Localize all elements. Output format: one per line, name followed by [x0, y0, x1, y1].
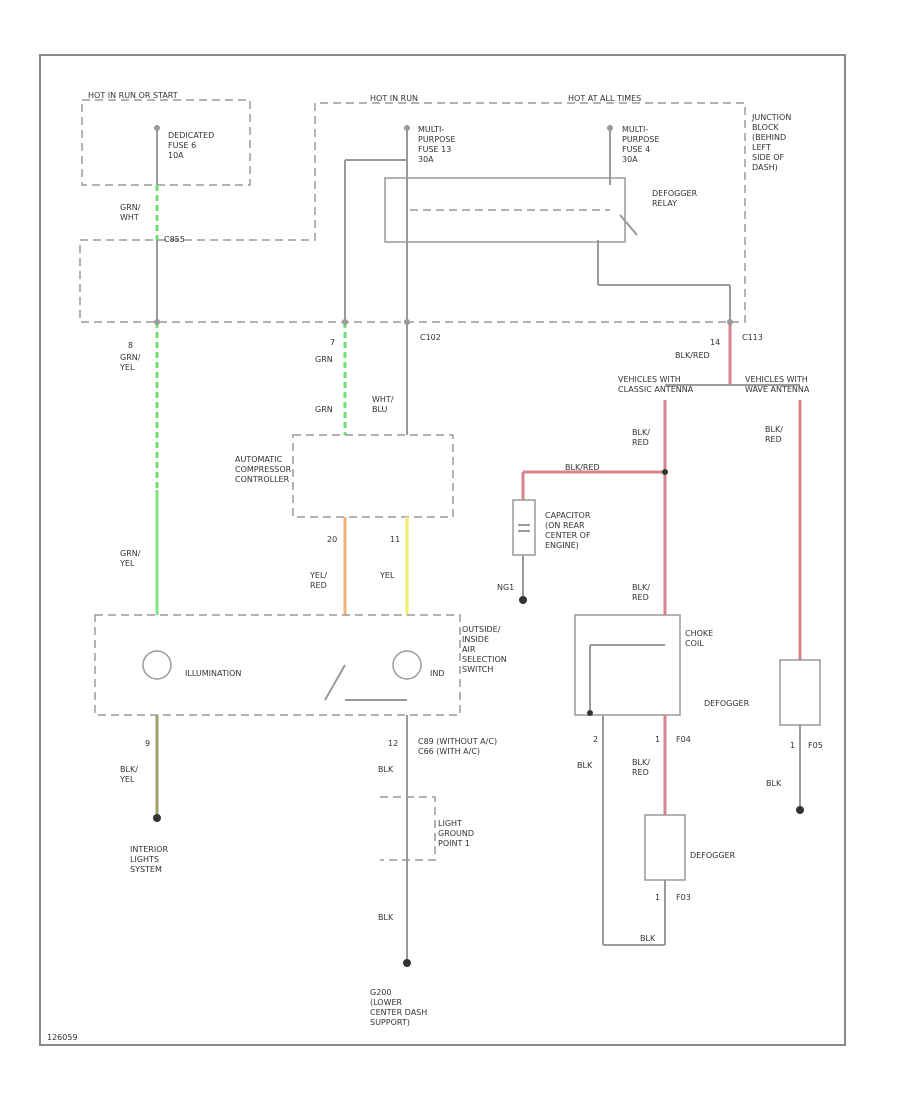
label-hot-run: HOT IN RUN [370, 94, 418, 103]
node-4 [154, 319, 160, 325]
label-blk-red-cap: BLK/RED [565, 463, 600, 472]
label-pin-20: 20 [327, 535, 337, 544]
label-ind: IND [430, 669, 445, 678]
node-5 [342, 319, 348, 325]
label-blk-red-wave: BLK/RED [765, 425, 783, 444]
choke-node [587, 710, 593, 716]
defogger-wave-box [779, 659, 821, 726]
diagram-frame [39, 54, 846, 1046]
hot-in-run-start-box [81, 99, 251, 186]
label-hot-all: HOT AT ALL TIMES [568, 94, 641, 103]
label-pin-2-f04: 2 [593, 735, 598, 744]
cap-junction [662, 469, 668, 475]
label-pin-1-f05: 1 [790, 741, 795, 750]
label-hot-in-run: HOT IN RUN OR START [88, 91, 178, 100]
label-blk-1: BLK [378, 765, 394, 774]
label-illumination: ILLUMINATION [185, 669, 241, 678]
interior-lights-ground [153, 814, 161, 822]
label-pin-11: 11 [390, 535, 400, 544]
label-f03: F03 [676, 893, 691, 902]
label-pin-14: 14 [710, 338, 720, 347]
label-defogger-wave: DEFOGGER [704, 699, 750, 708]
switch-blade [324, 664, 346, 701]
label-pin-7: 7 [330, 338, 335, 347]
label-c855: C855 [164, 235, 185, 244]
label-grn-1: GRN [315, 355, 333, 364]
label-grn-wht: GRN/WHT [120, 203, 141, 222]
label-pin-1-f04: 1 [655, 735, 660, 744]
label-blk-red-2: BLK/RED [632, 583, 650, 602]
label-blk-4: BLK [766, 779, 782, 788]
label-blk-red-1: BLK/RED [632, 428, 650, 447]
label-c113: C113 [742, 333, 763, 342]
label-blk-red-defogger: BLK/RED [632, 758, 650, 777]
ng1-ground [519, 596, 527, 604]
label-blk-yel: BLK/YEL [119, 765, 138, 784]
label-defogger-classic: DEFOGGER [690, 851, 736, 860]
label-ng1: NG1 [497, 583, 514, 592]
defogger-wave-ground-node [796, 806, 804, 814]
label-c102: C102 [420, 333, 441, 342]
node-6 [404, 319, 410, 325]
relay-switch [619, 214, 638, 236]
label-blk-5: BLK [640, 934, 656, 943]
capacitor-box [512, 499, 536, 556]
label-f04: F04 [676, 735, 691, 744]
switch-assembly-box [94, 614, 461, 716]
junction-block-box [79, 102, 746, 323]
node-2 [404, 125, 410, 131]
label-pin-12: 12 [388, 739, 398, 748]
label-pin-8: 8 [128, 341, 133, 350]
choke-coil-box [574, 614, 681, 716]
label-f05: F05 [808, 741, 823, 750]
illumination-bulb [142, 650, 172, 680]
label-pin-9: 9 [145, 739, 150, 748]
acc-box [292, 434, 454, 518]
label-blk-2: BLK [378, 913, 394, 922]
g200-ground [403, 959, 411, 967]
label-yel-red: YEL/RED [309, 571, 327, 590]
defogger-classic-box [644, 814, 686, 881]
node-3 [607, 125, 613, 131]
node-7 [727, 319, 733, 325]
label-ref: 126059 [47, 1033, 78, 1042]
label-grn-yel-2: GRN/YEL [119, 549, 141, 568]
label-yel: YEL [379, 571, 395, 580]
label-wht-blu: WHT/BLU [372, 395, 394, 414]
node-1 [154, 125, 160, 131]
label-grn-2: GRN [315, 405, 333, 414]
label-pin-1-f03: 1 [655, 893, 660, 902]
label-blk-red-c113: BLK/RED [675, 351, 710, 360]
light-ground-box [380, 796, 436, 861]
label-blk-3: BLK [577, 761, 593, 770]
indicator-bulb [392, 650, 422, 680]
label-c89: C89 (WITHOUT A/C)C66 (WITH A/C) [418, 737, 497, 756]
label-grn-yel-1: GRN/YEL [119, 353, 141, 372]
